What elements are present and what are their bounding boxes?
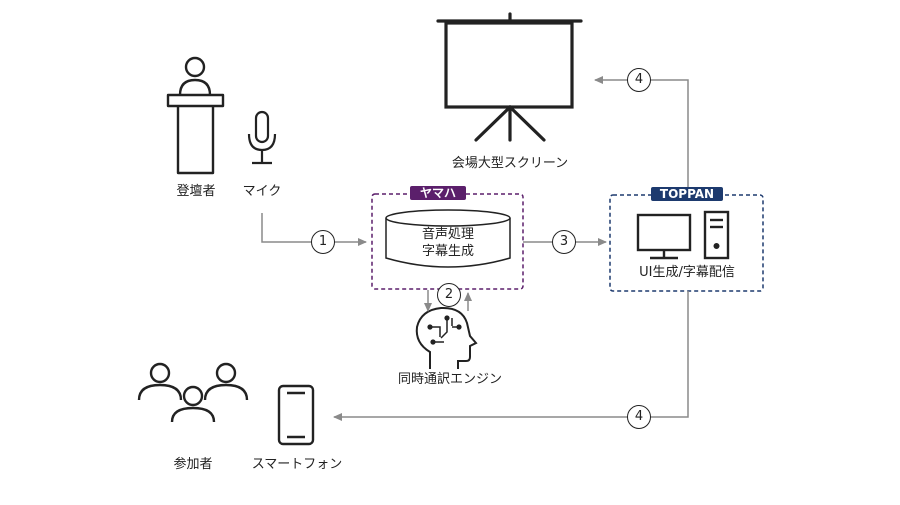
smartphone-label: スマートフォン [251,457,343,472]
toppan-label: UI生成/字幕配信 [639,265,735,280]
speaker-icon [166,56,225,175]
step-2-badge: 2 [437,283,461,307]
speaker-label: 登壇者 [176,184,216,199]
mic-label: マイク [242,184,282,199]
step-3-badge: 3 [552,230,576,254]
participants-label: 参加者 [173,457,213,472]
participants-icon [137,362,249,423]
screen-label: 会場大型スクリーン [451,156,569,171]
ai-head-icon [415,306,478,369]
microphone-icon [247,110,277,165]
processing-engine-cylinder [385,209,511,268]
step-4-top-badge: 4 [627,68,651,92]
smartphone-icon [277,384,315,446]
toppan-badge: TOPPAN [651,187,723,201]
arrow-4-to-smartphone [333,291,689,421]
translation-engine-label: 同時通訳エンジン [397,372,502,387]
engine-label-line1: 音声処理 [421,227,474,242]
step-1-badge: 1 [311,230,335,254]
projector-screen-icon [436,12,583,142]
yamaha-badge: ヤマハ [410,186,466,200]
engine-label-line2: 字幕生成 [421,244,474,259]
computer-icon [636,210,730,260]
step-4-bottom-badge: 4 [627,405,651,429]
arrow-4-to-screen [594,76,689,195]
